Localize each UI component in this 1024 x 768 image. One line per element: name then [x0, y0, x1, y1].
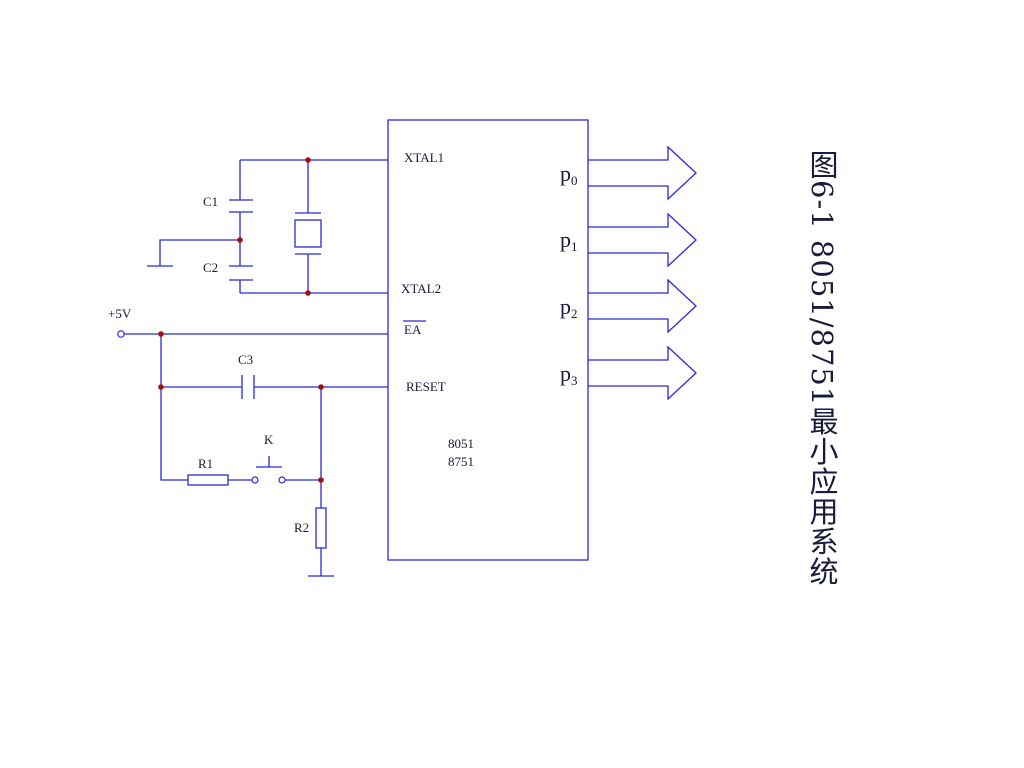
- port-label-p3: p3: [560, 361, 578, 388]
- label-k: K: [264, 432, 274, 447]
- resistor-r2: [308, 387, 334, 577]
- label-vcc: +5V: [108, 306, 132, 321]
- port-p0-arrow: [588, 145, 697, 201]
- port-p3-arrow: [588, 345, 697, 401]
- chip-model-8751: 8751: [448, 454, 474, 469]
- junction-dot: [158, 384, 164, 390]
- port-p1-arrow: [588, 212, 697, 268]
- capacitor-c1: [229, 199, 253, 266]
- pin-label-ea: EA: [404, 322, 422, 337]
- port-label-p0: p0: [560, 161, 578, 188]
- vcc-terminal: [117, 330, 125, 338]
- figure-caption: 图6-1 8051/8751最小应用系统: [805, 150, 839, 587]
- junction-dot: [158, 331, 164, 337]
- pin-label-reset: RESET: [406, 379, 446, 394]
- port-label-p1: p1: [560, 227, 578, 254]
- mcu-chip-body: [387, 119, 589, 561]
- label-c2: C2: [203, 260, 218, 275]
- ground-symbol-caps: [147, 239, 240, 267]
- xtal2-wire: [239, 280, 388, 294]
- pin-label-xtal1: XTAL1: [404, 150, 444, 165]
- capacitor-c2: [229, 265, 253, 281]
- label-r1: R1: [198, 456, 213, 471]
- junction-dot: [318, 384, 324, 390]
- xtal1-wire: [239, 159, 388, 200]
- port-p2-arrow: [588, 278, 697, 334]
- chip-model-8051: 8051: [448, 436, 474, 451]
- label-c3: C3: [238, 352, 253, 367]
- junction-dot: [237, 237, 243, 243]
- capacitor-c3: [161, 375, 388, 399]
- junction-dot: [305, 157, 311, 163]
- vcc-rail: [160, 334, 188, 481]
- switch-k: [251, 456, 321, 484]
- junction-dot: [318, 477, 324, 483]
- crystal: [294, 160, 322, 293]
- label-c1: C1: [203, 194, 218, 209]
- port-label-p2: p2: [560, 294, 578, 321]
- resistor-r1: [187, 474, 252, 486]
- pin-label-xtal2: XTAL2: [401, 281, 441, 296]
- label-r2: R2: [294, 520, 309, 535]
- junction-dot: [305, 290, 311, 296]
